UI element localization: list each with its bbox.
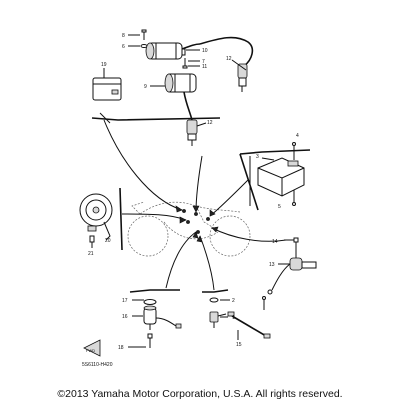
- callout-16: 16: [122, 314, 128, 320]
- callout-12-upper: 12: [226, 56, 232, 62]
- screw-18: [147, 333, 153, 348]
- ignition-coil-upper: [145, 42, 201, 60]
- switch-1: [209, 311, 227, 328]
- sender-unit-16: [143, 305, 182, 330]
- svg-text:FWD: FWD: [86, 348, 95, 353]
- callout-7: 7: [202, 59, 205, 65]
- group-bracket-top: [91, 117, 221, 121]
- high-tension-lead-upper: [199, 36, 254, 67]
- callout-18: 18: [118, 345, 124, 351]
- lead-wire-15: [227, 296, 271, 339]
- ignition-coil-group: [128, 29, 254, 146]
- callout-11: 11: [202, 64, 207, 70]
- callout-15: 15: [236, 342, 242, 348]
- callout-10: 10: [202, 48, 208, 54]
- spark-plug-cap-lower: [186, 119, 198, 146]
- high-tension-lead-lower: [183, 91, 193, 121]
- callout-4: 4: [296, 133, 299, 139]
- callout-1: 1: [232, 315, 235, 321]
- o-ring-2: [209, 297, 219, 303]
- group-bracket-left: [119, 187, 123, 251]
- o-ring-17: [143, 299, 157, 305]
- figure-code: 5S6110-H420: [82, 362, 113, 368]
- callout-labels: 8 6 10 7 11 12 9 19 12 4 3 5 20 21 14 13…: [88, 33, 299, 351]
- copyright-notice: ©2013 Yamaha Motor Corporation, U.S.A. A…: [57, 388, 342, 400]
- ignition-coil-lower: [164, 73, 197, 93]
- bolt-7-11: [182, 58, 200, 69]
- bolt-21: [89, 235, 95, 248]
- callout-5: 5: [278, 204, 281, 210]
- relay-19: [92, 68, 122, 101]
- front-arrow-marker: FWD: [83, 339, 101, 357]
- callout-14: 14: [272, 239, 278, 245]
- callout-8: 8: [122, 33, 125, 39]
- spark-plug-cap-right: [237, 63, 248, 92]
- callout-17: 17: [122, 298, 128, 304]
- callout-21: 21: [88, 251, 94, 257]
- motorcycle-outline: [127, 201, 251, 257]
- location-leaders: [103, 119, 287, 291]
- group-bracket-right: [239, 149, 311, 155]
- callout-12-lower: 12: [207, 120, 213, 126]
- bolt-10: [181, 48, 200, 56]
- callout-6: 6: [122, 44, 125, 50]
- callout-20: 20: [105, 238, 111, 244]
- callout-13: 13: [269, 262, 275, 268]
- bolt-8: [141, 29, 147, 40]
- group-bracket-bottom-center: [202, 289, 229, 293]
- sensor-13: [267, 237, 317, 295]
- callout-19: 19: [101, 62, 107, 68]
- horn: [79, 193, 113, 241]
- callout-3: 3: [256, 154, 259, 160]
- callout-2: 2: [232, 298, 235, 304]
- cdi-unit: [257, 142, 305, 206]
- group-bracket-bottom-left: [129, 289, 180, 293]
- callout-9: 9: [144, 84, 147, 90]
